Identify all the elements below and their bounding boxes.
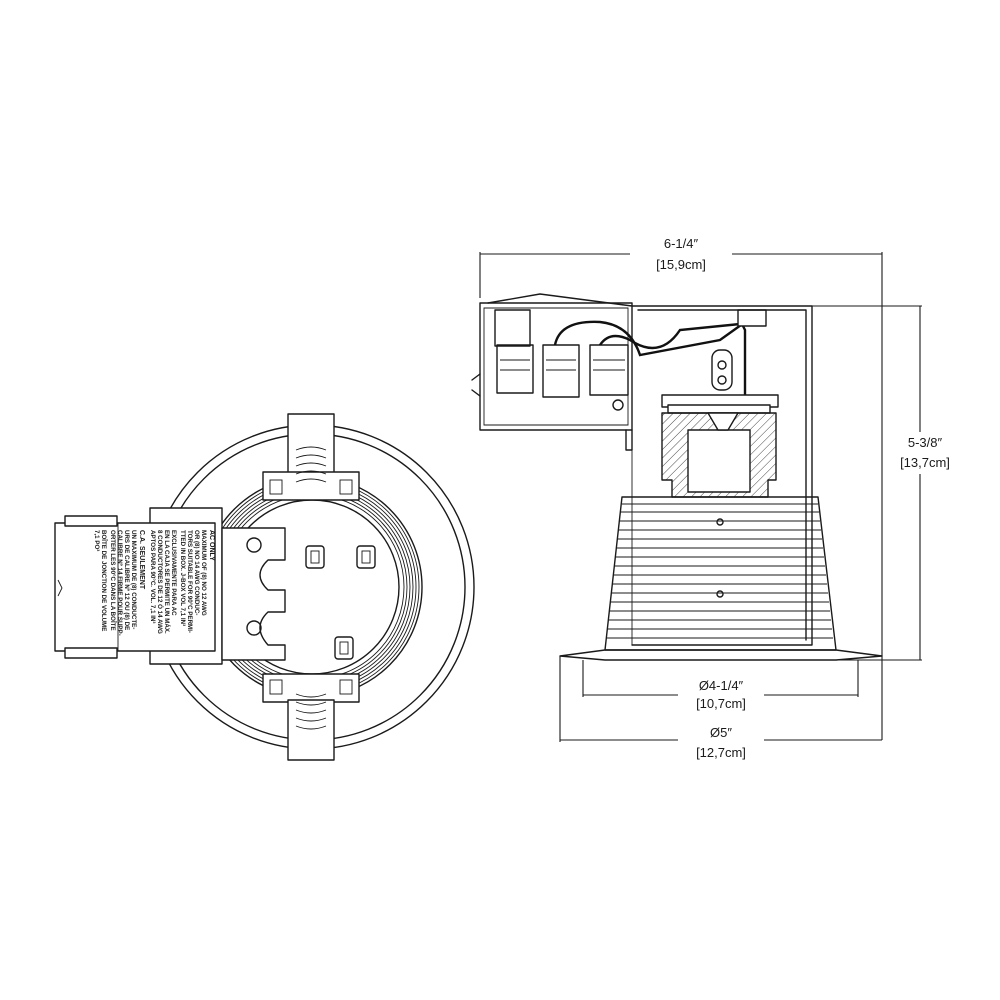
bottom-spring-clip (262, 673, 360, 761)
dimension-labels: 6-1/4″ [15,9cm] 5-3/8″ [13,7cm] Ø4-1/4″ … (630, 233, 960, 764)
trim-inner-imperial: Ø4-1/4″ (699, 678, 744, 693)
height-metric: [13,7cm] (900, 455, 950, 470)
label-fr-line: UN MAXIMUM DE (8) CONDUCTE- (130, 530, 137, 629)
trim-outer-imperial: Ø5″ (710, 725, 732, 740)
label-en-line: APTOS PARA 90°C. VOL. 7,1 IN³ (149, 530, 156, 623)
label-fr-line: CALIBRE Nº 14 FIRME POUR SUPP- (116, 530, 123, 636)
height-imperial: 5-3/8″ (908, 435, 943, 450)
wires (553, 309, 767, 395)
label-en-line: TTED IN BOX. J-BOX VOL 7,1 IN³ (179, 530, 186, 626)
width-metric: [15,9cm] (656, 257, 706, 272)
label-en-line: TORS SUITABLE FOR 90°C PERMI- (186, 530, 193, 633)
connector-plate (221, 527, 286, 661)
label-en-title: AC ONLY (208, 530, 215, 561)
terminal-slots (305, 545, 376, 660)
label-en-line: EXCLUSIVAMENTE PARA AC (170, 530, 177, 616)
socket-bracket (661, 349, 779, 414)
light-engine (661, 412, 777, 498)
label-en-line: EN LA CAJA SE PERMITE UN MÁX. (163, 530, 170, 634)
width-imperial: 6-1/4″ (664, 236, 699, 251)
label-fr-line: URS DE CALIBRE Nº 12 OU (8) DE (123, 530, 130, 630)
label-en-line: OR (8) NO 14 AWG CONDUC- (193, 530, 200, 615)
baffle-trim (559, 496, 883, 661)
junction-box (54, 515, 216, 659)
trim-inner-metric: [10,7cm] (696, 696, 746, 711)
label-en-line: MAXIMUM OF (8) NO 12 AWG (200, 530, 207, 616)
label-en-line: 8 CONDUCTORES DE 12 Ó 14 AWG (156, 530, 164, 634)
junction-box-label: AC ONLY MAXIMUM OF (8) NO 12 AWG OR (8) … (93, 530, 215, 636)
side-junction-box (471, 293, 633, 451)
label-fr-line: BOÎTE DE JONCTION DE VOLUME (100, 530, 108, 631)
top-view: AC ONLY MAXIMUM OF (8) NO 12 AWG OR (8) … (54, 413, 475, 761)
label-fr-line: ORTER LES 90°C DANS LA BOÎTE (109, 530, 117, 631)
side-view (471, 293, 883, 661)
top-spring-clip (262, 413, 360, 501)
trim-outer-metric: [12,7cm] (696, 745, 746, 760)
label-fr-title: C.A. SEULEMENT (138, 530, 145, 590)
label-fr-line: 7,1 PO³ (93, 530, 100, 551)
